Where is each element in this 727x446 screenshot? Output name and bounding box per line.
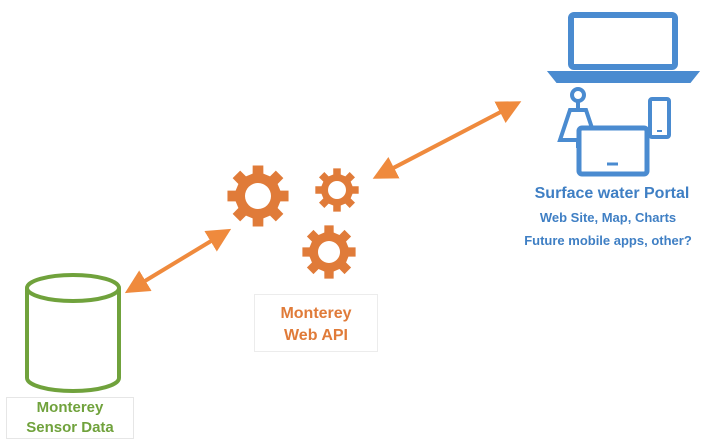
gear-large-shape [227, 165, 289, 227]
api-label-line2: Web API [283, 327, 348, 344]
gear-medium [302, 225, 356, 279]
database-label-line1: Monterey [36, 399, 104, 416]
gear-large [227, 165, 289, 227]
laptop-icon [546, 12, 701, 83]
api-label: Monterey Web API [254, 294, 378, 352]
tablet-icon [576, 125, 650, 177]
api-label-line1: Monterey [280, 305, 352, 322]
gears-icon [227, 165, 359, 279]
arrow-database-api [124, 228, 232, 294]
gear-medium-shape [302, 225, 356, 279]
database-label: Monterey Sensor Data [6, 397, 134, 439]
portal-title: Surface water Portal [534, 185, 690, 202]
database-cylinder-icon [25, 273, 121, 393]
portal-description-line1: Web Site, Map, Charts [539, 210, 677, 225]
smartphone-icon [648, 97, 671, 139]
portal-description-line2: Future mobile apps, other? [524, 233, 692, 248]
gear-small [315, 168, 359, 212]
database-label-line2: Sensor Data [26, 419, 114, 436]
arrow-api-portal [372, 101, 522, 179]
gear-small-shape [315, 168, 359, 212]
